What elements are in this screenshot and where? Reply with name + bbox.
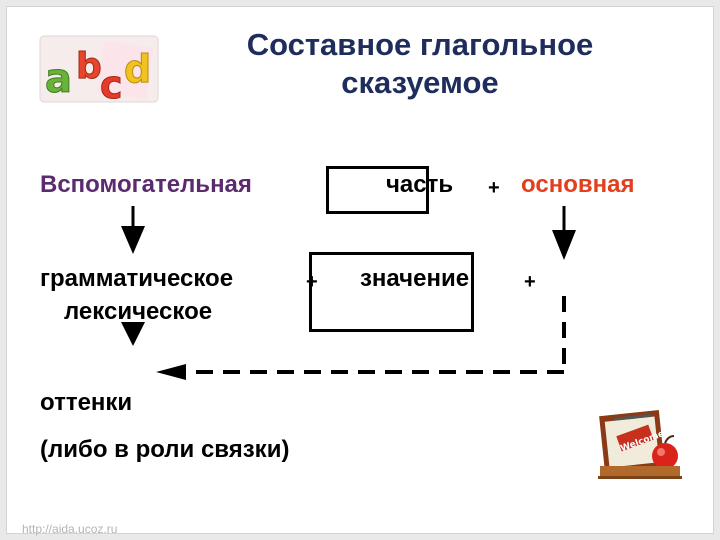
main-label: основная: [521, 171, 635, 198]
auxiliary-label: Вспомогательная: [40, 171, 252, 198]
plus-sign: +: [524, 271, 536, 293]
grammatical-label: грамматическое: [40, 265, 234, 292]
highlight-box-meaning: [309, 252, 474, 332]
link-role-label: (либо в роли связки): [40, 436, 290, 463]
part-label: часть: [386, 171, 454, 198]
shades-label: оттенки: [40, 389, 133, 416]
slide-title: Составное глагольное сказуемое: [246, 27, 594, 100]
plus-sign: +: [488, 177, 500, 199]
watermark-url: http://aida.ucoz.ru: [22, 522, 118, 536]
highlight-box-part: [326, 166, 429, 214]
lexical-label: лексическое: [64, 298, 213, 325]
meaning-label: значение: [360, 265, 470, 292]
